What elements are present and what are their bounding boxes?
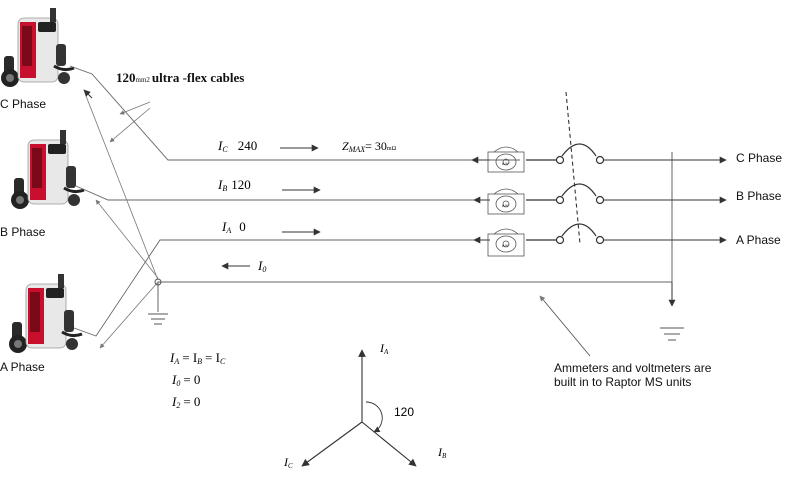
note-line-2: built in to Raptor MS units [554, 375, 691, 389]
raptor-unit-b [9, 128, 86, 211]
unit-c-label: C Phase [0, 97, 46, 111]
equation-i2: I2= 0 [171, 394, 200, 410]
equation-balance: IA= IB= IC [169, 350, 226, 366]
unit-a-label: A Phase [0, 360, 45, 374]
meter-c: A/V [487, 146, 525, 173]
a-neutral-lead [99, 281, 159, 349]
output-c-label: C Phase [736, 151, 782, 165]
raptor-unit-a [7, 272, 84, 355]
breaker-a [526, 223, 605, 245]
equation-i0: I0= 0 [171, 372, 200, 388]
meter-a: A/V [487, 228, 525, 257]
note-pointer [539, 295, 591, 357]
svg-text:A/V: A/V [502, 203, 509, 208]
raptor-unit-c [0, 6, 76, 89]
svg-text:I0: I0 [257, 258, 266, 274]
svg-text:I0= 0: I0= 0 [171, 372, 200, 388]
unit-b-label: B Phase [0, 225, 46, 239]
phase-c-cable [69, 65, 520, 161]
breaker-c [526, 143, 605, 165]
phasor-ia-label: IA [379, 341, 389, 356]
svg-text:I2= 0: I2= 0 [171, 394, 200, 410]
c-unit-arrow [83, 89, 93, 99]
b-neutral-lead [95, 199, 159, 279]
svg-text:IA= IB= IC: IA= IB= IC [169, 350, 226, 366]
output-b-label: B Phase [736, 189, 782, 203]
svg-text:A/V: A/V [502, 243, 509, 248]
ground-symbol-left [148, 313, 168, 325]
c-neutral-lead [85, 95, 159, 281]
meter-b: A/V [487, 188, 525, 215]
breaker-b [526, 183, 605, 205]
phasor-angle-label: 120 [394, 405, 414, 419]
zmax-label: ZMAX= 30mΩ [342, 139, 397, 154]
svg-text:A/V: A/V [502, 161, 509, 166]
i0-label: I0 [257, 258, 266, 274]
svg-text:IA0: IA0 [221, 219, 246, 235]
neutral-junction [154, 278, 162, 286]
phasor-ib-vector [361, 421, 417, 467]
phasor-ib-label: IB [437, 445, 447, 460]
breaker-linkage [565, 91, 581, 245]
cable-pointer-2 [109, 107, 151, 143]
phasor-ic-vector [301, 421, 363, 467]
phase-b-cable [75, 185, 480, 201]
svg-text:ZMAX= 30mΩ: ZMAX= 30mΩ [342, 139, 397, 154]
phasor-angle-arc [365, 401, 383, 433]
phasor-diagram: 120 IA IB IC [283, 341, 447, 470]
note-line-1: Ammeters and voltmeters are [554, 361, 712, 375]
neutral-return [157, 152, 673, 312]
ground-symbol-right [660, 327, 684, 341]
phasor-ic-label: IC [283, 455, 293, 470]
output-a-label: A Phase [736, 233, 781, 247]
phase-a-cable [73, 239, 480, 337]
